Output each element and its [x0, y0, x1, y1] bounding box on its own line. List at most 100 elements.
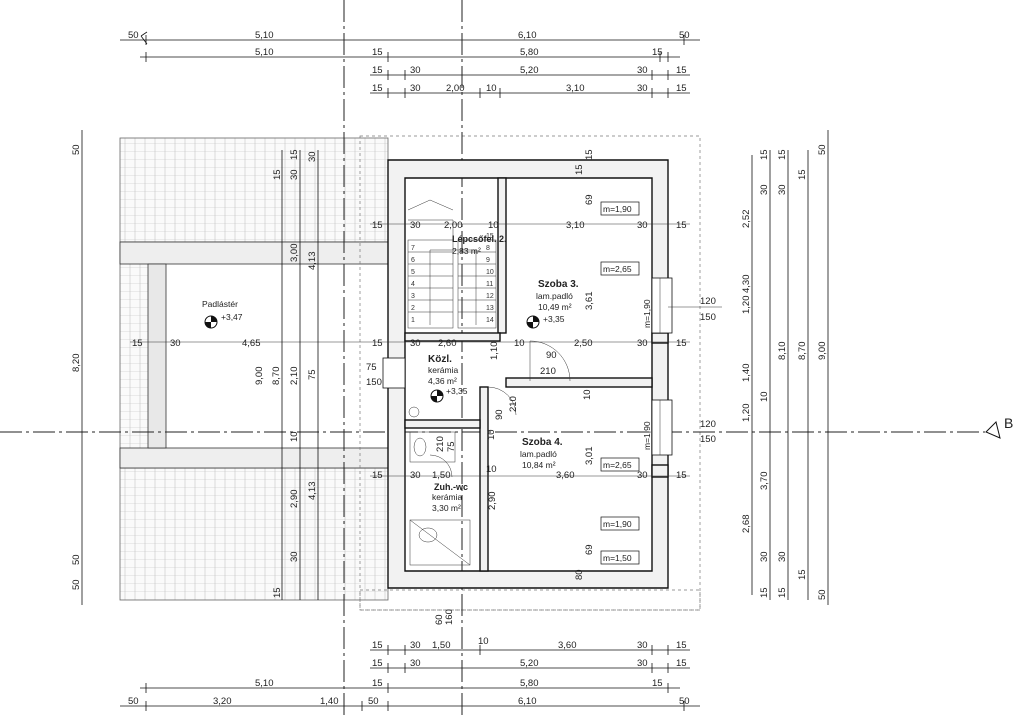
int-j: 2,60: [438, 338, 457, 349]
int-aa: 3,61: [584, 292, 595, 311]
room-labels: Padlástér +3,47 Lépcsőfel. 2. 2,83 m² Sz…: [202, 234, 579, 513]
dim-left-outer-3: 50: [71, 579, 82, 590]
dim-left-inner-4: 15: [289, 149, 300, 160]
int-t: 30: [637, 470, 648, 481]
dim-top-r4-1: 30: [410, 83, 421, 94]
height-h1: m=1,90: [603, 204, 632, 214]
room-szoba3-area: 10,49 m²: [538, 302, 572, 312]
dim-bot-r1-2: 1,50: [432, 640, 451, 651]
dim-bot-r4-1: 3,20: [213, 696, 232, 707]
int-b: 30: [410, 220, 421, 231]
dim-left-outer-0: 50: [71, 144, 82, 155]
dim-bot-r2-1: 30: [410, 658, 421, 669]
window-r-top2: 120: [700, 419, 716, 430]
dim-top-r1-0: 50: [128, 30, 139, 41]
stair-num-14: 1: [411, 317, 415, 324]
dim-right-c2-5: 30: [759, 551, 770, 562]
int-ak: 10: [486, 429, 497, 440]
int-ae: 69: [584, 544, 595, 555]
dim-right-c3-0: 15: [797, 169, 808, 180]
staircase: 7 8 9 10 11 12 13 14 15 6 5 4 3 2 1: [407, 199, 497, 329]
room-kozl-area: 4,36 m²: [428, 376, 457, 386]
int-an: 60: [434, 614, 445, 625]
axis-lines: [0, 0, 985, 718]
dim-bot-r1-6: 15: [676, 640, 687, 651]
height-boxes: m=1,90 m=2,65 m=2,65 m=1,90 m=1,50 m=1,9…: [600, 201, 652, 565]
dim-right-c1-4: 1,20: [741, 404, 752, 423]
room-kozl-name: Közl.: [428, 354, 452, 365]
window-r-top: 120: [700, 296, 716, 307]
dim-left-inner-12: 4,13: [307, 482, 318, 501]
int-n: 15: [676, 338, 687, 349]
stair-num-7: 14: [486, 317, 494, 324]
stair-num-0: 7: [411, 245, 415, 252]
stair-num-10: 5: [411, 269, 415, 276]
room-szoba4-area: 10,84 m²: [522, 460, 556, 470]
dim-bot-r4-5: 50: [679, 696, 690, 707]
stair-num-5: 12: [486, 293, 494, 300]
dim-left-15: 15: [132, 338, 143, 349]
dim-top-r1-3: 50: [679, 30, 690, 41]
dim-right-c2-0: 15: [759, 149, 770, 160]
section-marker: B: [985, 415, 1013, 439]
door-swings: [429, 340, 571, 478]
dim-left-inner-9: 75: [307, 369, 318, 380]
int-k: 10: [514, 338, 525, 349]
dim-top-r3-0: 15: [372, 65, 383, 76]
int-s: 3,60: [556, 470, 575, 481]
dim-top-r2-3: 15: [652, 47, 663, 58]
dim-right-c3-3: 30: [777, 551, 788, 562]
dim-top-r4-3: 10: [486, 83, 497, 94]
dim-left-inner-0: 15: [272, 169, 283, 180]
dim-left-outer-2: 50: [71, 554, 82, 565]
dim-right-c2-6: 15: [759, 587, 770, 598]
dim-bot-r4-2: 1,40: [320, 696, 339, 707]
dim-right-c3-4: 15: [797, 569, 808, 580]
int-q: 1,50: [432, 470, 451, 481]
int-ab: 3,01: [584, 447, 595, 466]
dim-bot-r3-2: 5,80: [520, 678, 539, 689]
int-a: 15: [372, 220, 383, 231]
int-d: 10: [488, 220, 499, 231]
dim-bot-r4-3: 50: [368, 696, 379, 707]
dim-right-c3-2: 8,10: [777, 342, 788, 361]
int-g: 15: [676, 220, 687, 231]
int-ag: 15: [574, 164, 585, 175]
interior-dimensions: 15 30 2,00 10 3,10 30 15 15 30 4,65 15 3…: [130, 149, 690, 625]
dim-top-r2-1: 15: [372, 47, 383, 58]
height-h2: m=2,65: [603, 264, 632, 274]
dim-top-r4-4: 3,10: [566, 83, 585, 94]
dim-right-c1-5: 3,70: [759, 472, 770, 491]
dim-bot-r3-1: 15: [372, 678, 383, 689]
stair-num-11: 4: [411, 281, 415, 288]
dim-left-outer-1: 8,20: [71, 354, 82, 373]
dim-top-r4-0: 15: [372, 83, 383, 94]
int-ad: 69: [584, 194, 595, 205]
dim-left-inner-8: 2,10: [289, 367, 300, 386]
height-h3: m=2,65: [603, 460, 632, 470]
stair-num-6: 13: [486, 305, 494, 312]
dim-left-inner-1: 30: [289, 169, 300, 180]
int-m: 30: [637, 338, 648, 349]
dim-right-c4-1: 8,70: [797, 342, 808, 361]
dim-bot-r2-4: 15: [676, 658, 687, 669]
height-h5: m=1,50: [603, 553, 632, 563]
dim-right-c1-1: 4,30: [741, 275, 752, 294]
int-x: 90: [546, 350, 557, 361]
room-szoba3-floor: lam.padló: [536, 291, 573, 301]
stair-num-4: 11: [486, 281, 493, 288]
dim-right-c1-0: 2,52: [741, 210, 752, 229]
int-u: 15: [676, 470, 687, 481]
dim-bot-r1-5: 30: [637, 640, 648, 651]
dim-bot-r1-3: 10: [478, 636, 489, 647]
top-dimensions: 50 5,10 6,10 50 5,10 15 5,80 15 15 30 5,…: [120, 30, 700, 98]
int-e: 3,10: [566, 220, 585, 231]
dim-left-inner-14: 15: [272, 587, 283, 598]
dim-right-c1-3: 1,40: [741, 364, 752, 383]
room-zuh-floor: kerámia: [432, 492, 463, 502]
dim-right-c4-3: 50: [817, 589, 828, 600]
int-r: 10: [486, 464, 497, 475]
int-ah: 15: [584, 149, 595, 160]
room-padlaster-name: Padlástér: [202, 299, 238, 309]
